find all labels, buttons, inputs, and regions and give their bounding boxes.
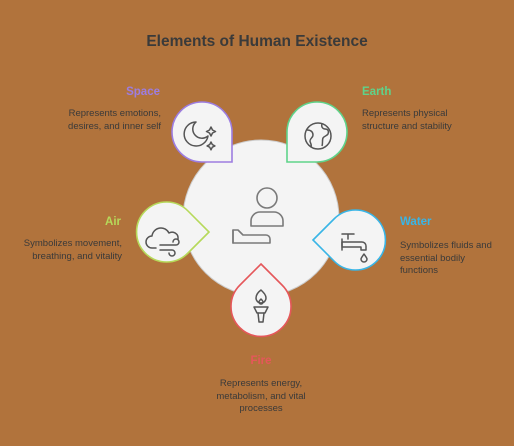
- space-description: Represents emotions, desires, and inner …: [68, 108, 161, 132]
- space-title: Space: [126, 86, 160, 98]
- water-description: Symbolizes fluids and essential bodily f…: [400, 240, 492, 276]
- air-description: Symbolizes movement, breathing, and vita…: [23, 238, 122, 262]
- earth-description: Represents physical structure and stabil…: [362, 108, 452, 132]
- water-node: [311, 209, 387, 271]
- fire-title: Fire: [250, 355, 272, 367]
- wind-cloud-icon: [145, 227, 180, 257]
- earth-node: [286, 101, 348, 163]
- air-title: Air: [105, 216, 121, 228]
- fire-node: [230, 262, 292, 338]
- diagram-title: Elements of Human Existence: [146, 33, 368, 50]
- space-node: [171, 101, 233, 163]
- fire-description: Represents energy, metabolism, and vital…: [216, 378, 306, 414]
- faucet-icon: [341, 233, 368, 263]
- torch-icon: [253, 289, 269, 323]
- person-hand-icon: [232, 187, 284, 244]
- earth-title: Earth: [362, 86, 392, 98]
- moon-stars-icon: [183, 121, 217, 151]
- air-node: [135, 201, 211, 263]
- water-title: Water: [400, 216, 432, 228]
- globe-icon: [304, 122, 332, 150]
